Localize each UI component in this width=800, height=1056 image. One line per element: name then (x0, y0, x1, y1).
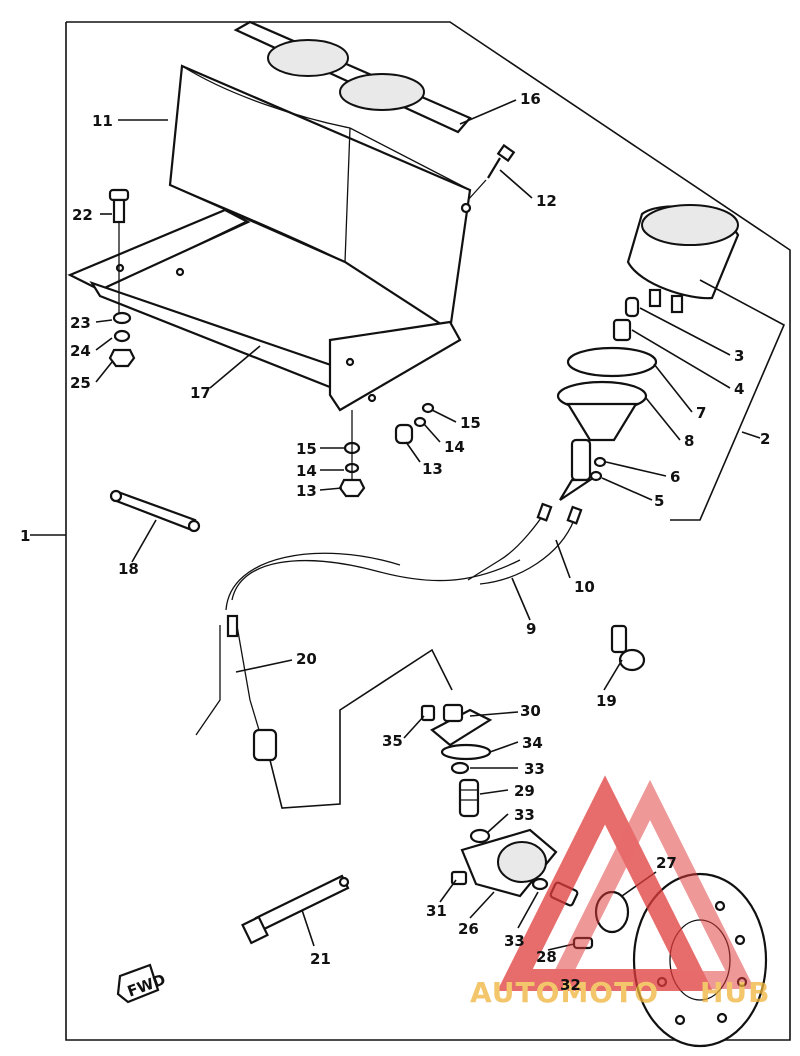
part-15-grommet-right (421, 402, 435, 414)
callout-9: 9 (526, 620, 536, 638)
callout-17: 17 (190, 384, 211, 402)
part-20-switch (195, 614, 278, 762)
callout-35: 35 (382, 732, 403, 750)
fwd-arrow-marking: FWD (116, 963, 168, 1004)
part-33-washer-a (450, 761, 470, 775)
callout-18: 18 (118, 560, 139, 578)
callout-4: 4 (734, 380, 744, 398)
part-18-band (109, 489, 201, 533)
callout-15a: 15 (296, 440, 317, 458)
part-22-bolt (108, 188, 130, 320)
callout-29: 29 (514, 782, 535, 800)
callout-14a: 14 (296, 462, 317, 480)
callout-33c: 33 (504, 932, 525, 950)
callout-16: 16 (520, 90, 541, 108)
callout-labels: 1 2 3 4 5 6 7 8 9 10 11 12 13 13 14 14 1… (20, 90, 770, 994)
callout-22: 22 (72, 206, 93, 224)
callout-19: 19 (596, 692, 617, 710)
callout-32: 32 (560, 976, 581, 994)
part-8-meter-case (556, 380, 648, 442)
callout-34: 34 (522, 734, 543, 752)
part-33-washer-c (531, 877, 549, 891)
part-21-strap (241, 874, 350, 945)
callout-10: 10 (574, 578, 595, 596)
watermark-logo: AUTOMOTO HUB (470, 775, 771, 1009)
part-23-washer (112, 311, 132, 325)
part-2-speedometer (626, 204, 740, 314)
callout-21: 21 (310, 950, 331, 968)
callout-1: 1 (20, 527, 30, 545)
part-17-meter-bracket (67, 208, 462, 412)
callout-7: 7 (696, 404, 706, 422)
callout-25: 25 (70, 374, 91, 392)
part-7-damper-ring (566, 346, 658, 378)
part-14-washer-right (413, 416, 427, 428)
callout-20: 20 (296, 650, 317, 668)
part-25-nut (108, 348, 136, 368)
callout-33b: 33 (514, 806, 535, 824)
part-13-nut (338, 478, 366, 498)
callout-33a: 33 (524, 760, 545, 778)
part-6-washer (593, 456, 607, 468)
callout-5: 5 (654, 492, 664, 510)
callout-24: 24 (70, 342, 91, 360)
part-16-meter-gasket (233, 20, 472, 134)
part-13-damper (394, 423, 414, 445)
part-33-washer-b (469, 828, 491, 844)
callout-13a: 13 (296, 482, 317, 500)
callout-8: 8 (684, 432, 694, 450)
callout-31: 31 (426, 902, 447, 920)
callout-27: 27 (656, 854, 677, 872)
callout-3: 3 (734, 347, 744, 365)
part-30-gear-housing (430, 703, 493, 747)
callout-6: 6 (670, 468, 680, 486)
watermark-text-a: AUTOMOTO (470, 976, 659, 1009)
callout-14b: 14 (444, 438, 465, 456)
callout-23: 23 (70, 314, 91, 332)
part-35-screw (420, 704, 436, 722)
part-29-drive-gear (458, 778, 480, 818)
callout-12: 12 (536, 192, 557, 210)
part-5-nut (589, 470, 603, 482)
part-11-meter-housing (168, 64, 472, 332)
part-3-bulb (624, 296, 640, 318)
meter-cable-end (559, 438, 594, 501)
part-9-meter-cable (225, 511, 546, 611)
callout-15b: 15 (460, 414, 481, 432)
part-12-screw (467, 143, 516, 201)
callout-13b: 13 (422, 460, 443, 478)
watermark-text-b: HUB (700, 976, 771, 1009)
part-19-clip (610, 624, 646, 672)
callout-26: 26 (458, 920, 479, 938)
assembly-group-outline (30, 21, 791, 1041)
callout-30: 30 (520, 702, 541, 720)
part-4-socket (612, 318, 632, 342)
callout-11: 11 (92, 112, 113, 130)
part-26-gear-unit (460, 828, 558, 898)
callout-28: 28 (536, 948, 557, 966)
part-34-gasket (440, 743, 492, 761)
callout-2: 2 (760, 430, 770, 448)
part-24-lock-washer (113, 329, 131, 343)
part-10-meter-cable (479, 502, 583, 585)
